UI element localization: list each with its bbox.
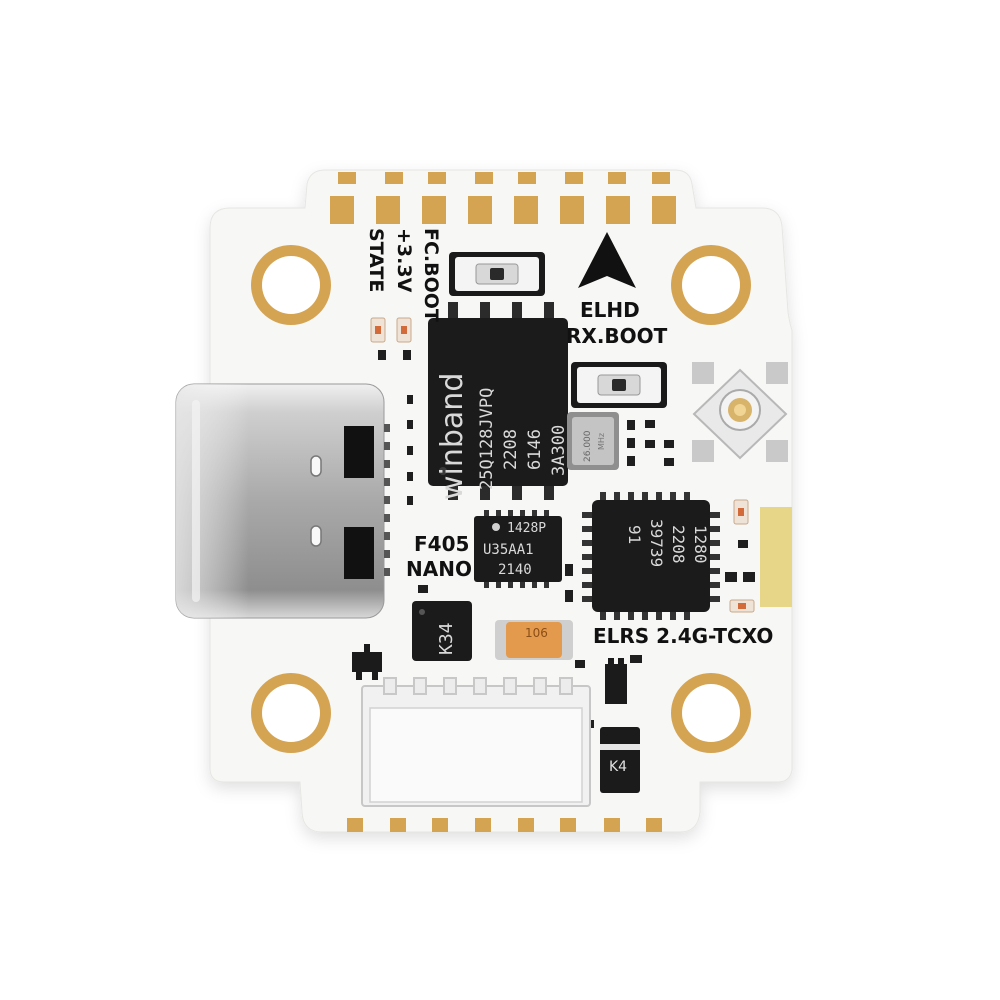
rx-chip-line-1: 1280 xyxy=(691,525,710,564)
rx-boot-button[interactable] xyxy=(571,362,667,408)
crystal-unit: MHz xyxy=(597,433,606,450)
imu-chip: 1428P U35AA1 2140 xyxy=(474,510,562,588)
antenna-connector xyxy=(692,362,788,462)
small-ic xyxy=(605,658,627,704)
tantalum-capacitor: 106 xyxy=(495,620,573,660)
regulator-label: K34 xyxy=(436,622,457,655)
label-f405: F405 xyxy=(414,532,469,556)
label-state: STATE xyxy=(365,228,387,292)
regulator-chip: K34 xyxy=(412,601,472,661)
usb-c-connector xyxy=(175,383,390,619)
label-3v3: +3.3V xyxy=(393,228,415,293)
label-fc-boot: FC.BOOT xyxy=(420,228,442,322)
label-elhd: ELHD xyxy=(580,298,640,322)
rx-chip-line-3: 39739 xyxy=(647,519,666,567)
flash-chip: winband 25Q128JVPQ 2208 6146 3A300 xyxy=(428,302,569,500)
diode-label: K4 xyxy=(609,759,627,775)
flash-brand: winband xyxy=(435,373,470,500)
label-nano: NANO xyxy=(406,557,472,581)
rx-chip-line-2: 2208 xyxy=(669,525,688,564)
mounting-holes xyxy=(251,245,751,753)
imu-line-3: 2140 xyxy=(498,562,532,578)
crystal-oscillator: 26.000 MHz xyxy=(567,412,619,470)
transistor xyxy=(352,644,382,680)
label-elrs: ELRS 2.4G-TCXO xyxy=(593,624,773,648)
orientation-arrow-icon xyxy=(578,232,636,288)
fc-boot-button[interactable] xyxy=(449,252,545,296)
flash-line-1: 25Q128JVPQ xyxy=(477,388,497,490)
crystal-freq: 26.000 xyxy=(583,430,593,462)
imu-line-1: 1428P xyxy=(507,521,546,536)
flash-line-4: 3A300 xyxy=(549,425,569,476)
bottom-pads xyxy=(347,818,662,832)
flash-line-3: 6146 xyxy=(525,429,545,470)
flash-line-2: 2208 xyxy=(501,429,521,470)
label-rx-boot: RX.BOOT xyxy=(566,324,668,348)
imu-line-2: U35AA1 xyxy=(483,542,534,558)
status-leds xyxy=(370,317,755,613)
top-pads xyxy=(330,172,676,224)
diode: K4 xyxy=(600,727,640,793)
rx-chip-line-4: 91 xyxy=(625,525,644,544)
capacitor-label: 106 xyxy=(525,626,548,640)
ceramic-antenna xyxy=(760,507,792,607)
jst-connector xyxy=(361,677,591,807)
elrs-rx-chip: 1280 2208 39739 91 xyxy=(582,492,720,620)
smd-components xyxy=(378,350,755,728)
